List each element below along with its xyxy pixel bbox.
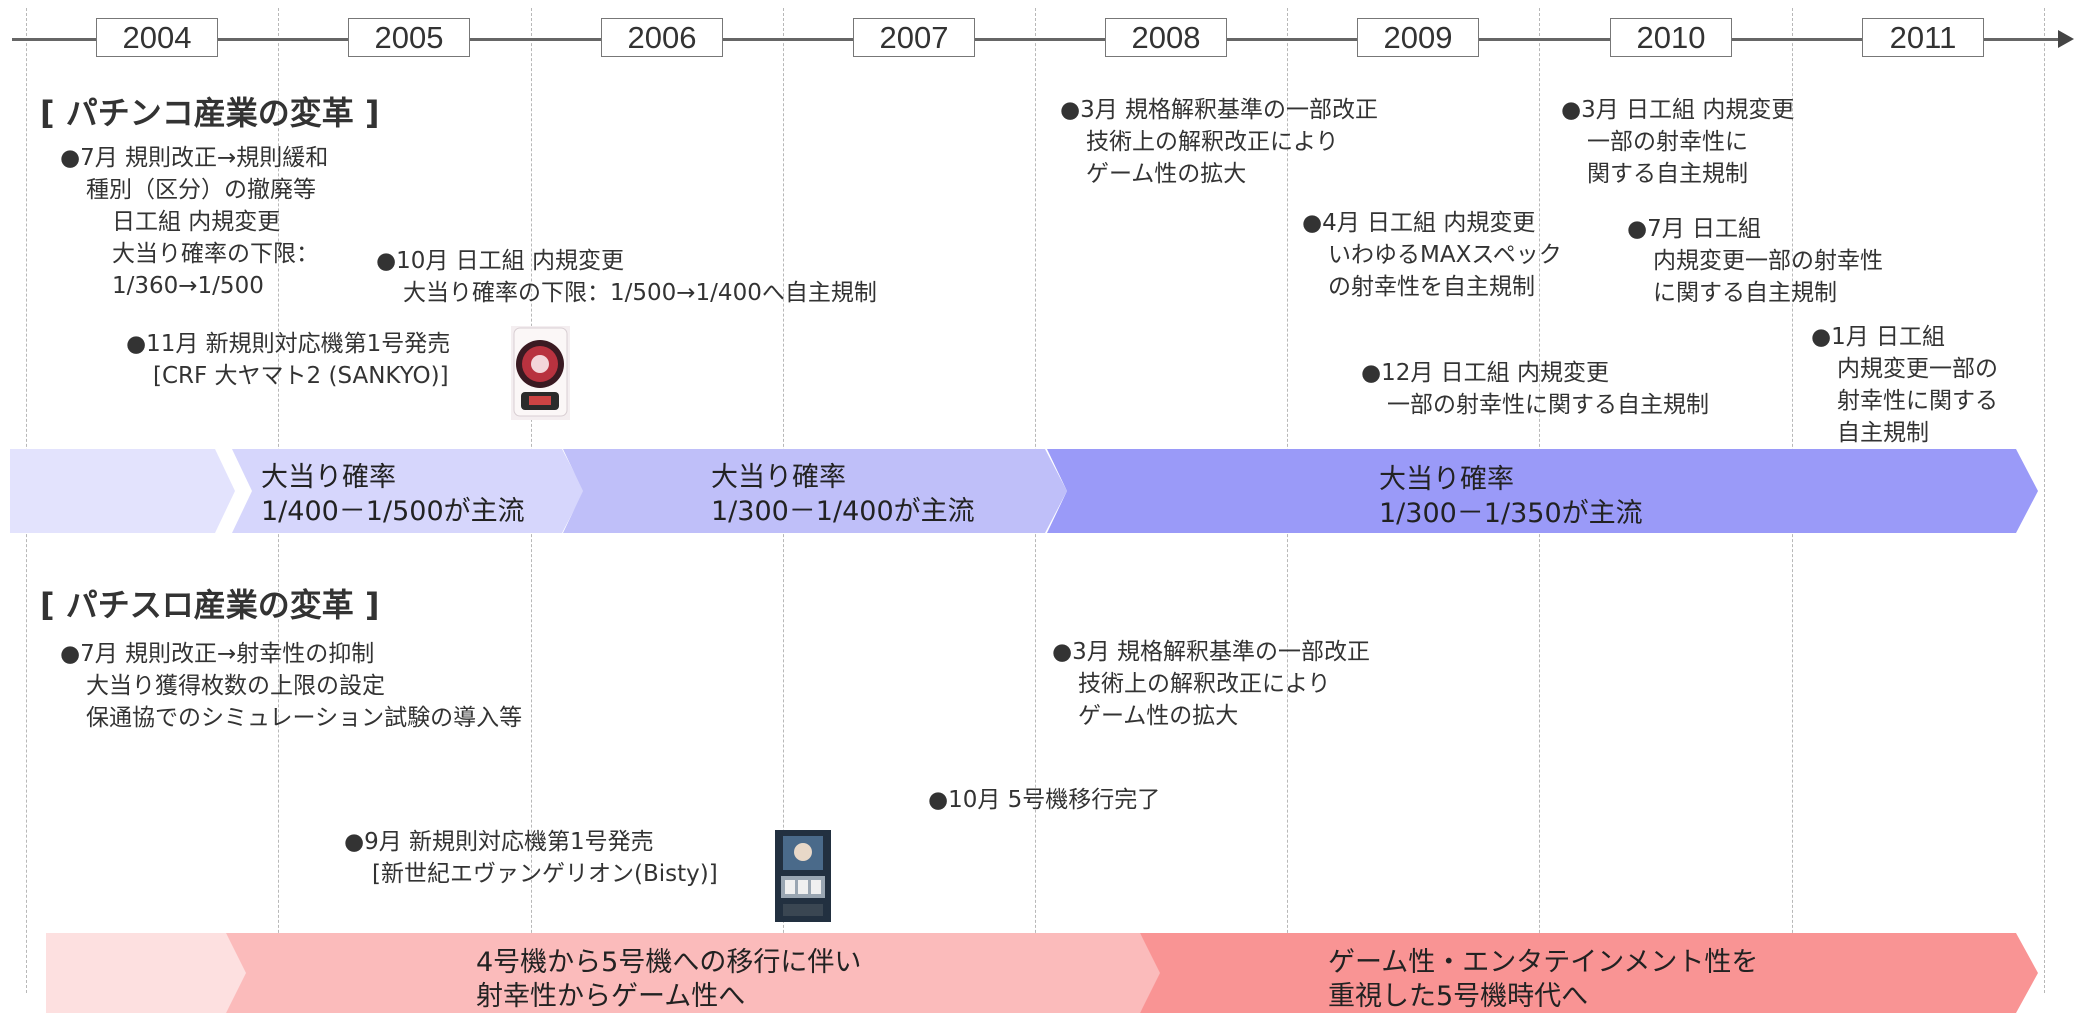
year-label: 2004 [96,18,218,57]
note-line: いわゆるMAXスペック [1328,242,1562,268]
pachislot-note-2007-oct: ●10月 5号機移行完了 [928,784,1160,816]
pachinko-note-2009-apr: ●4月 日工組 内規変更 いわゆるMAXスペック の射幸性を自主規制 [1302,207,1562,303]
band-shape [563,449,1067,533]
pachinko-section-title: [ パチンコ産業の変革 ] [40,94,380,132]
year-label: 2008 [1105,18,1227,57]
pachislot-band-label: 4号機から5号機への移行に伴い 射幸性からゲーム性へ [476,946,861,1014]
band-label-line: 1/300－1/400が主流 [711,496,975,527]
pachislot-band-label: ゲーム性・エンタテインメント性を 重視した5号機時代へ [1328,946,1758,1014]
note-line: ●10月 日工組 内規変更 [376,248,624,274]
note-line: ゲーム性の拡大 [1086,161,1247,187]
year-label: 2009 [1357,18,1479,57]
band-shape [232,449,584,533]
pachislot-note-2005-sep: ●9月 新規則対応機第1号発売 [新世紀エヴァンゲリオン(Bisty)] [344,826,718,890]
pachinko-note-2004-jul: ●7月 規則改正→規則緩和 種別（区分）の撤廃等 日工組 内規変更 大当り確率の… [60,142,328,302]
pachislot-band-2008 [1140,933,2038,1013]
pachislot-band-2004 [46,933,248,1013]
note-line: ●10月 5号機移行完了 [928,787,1161,813]
band-shape [1140,933,2038,1013]
year-label: 2005 [348,18,470,57]
note-line: [CRF 大ヤマト2 (SANKYO)] [153,363,449,389]
pachinko-band-label: 大当り確率 1/300－1/400が主流 [711,461,975,529]
note-line: ●7月 規則改正→射幸性の抑制 [60,641,375,667]
note-line: 自主規制 [1837,420,1929,446]
note-line: 大当り獲得枚数の上限の設定 [86,673,385,699]
pachinko-band-2005 [232,449,584,533]
note-line: ●9月 新規則対応機第1号発売 [344,829,654,855]
note-line: ●4月 日工組 内規変更 [1302,210,1536,236]
band-label-line: 1/300－1/350が主流 [1379,498,1643,529]
note-line: ●7月 日工組 [1627,216,1762,242]
pachislot-note-2004-jul: ●7月 規則改正→射幸性の抑制 大当り獲得枚数の上限の設定 保通協でのシミュレー… [60,638,522,734]
note-line: ●11月 新規則対応機第1号発売 [126,331,451,357]
pachinko-note-2010-jul: ●7月 日工組 内規変更一部の射幸性 に関する自主規制 [1627,213,1883,309]
band-label-line: 大当り確率 [711,462,846,493]
pachislot-machine-image [775,830,831,922]
note-line: 内規変更一部の射幸性 [1653,248,1883,274]
pachinko-band-2004 [10,449,235,533]
band-shape [226,933,1162,1013]
year-label: 2006 [601,18,723,57]
note-line: 日工組 内規変更 [112,209,281,235]
note-line: 関する自主規制 [1587,161,1748,187]
year-label: 2011 [1862,18,1984,57]
note-line: 大当り確率の下限： [112,241,319,267]
note-line: ●3月 規格解釈基準の一部改正 [1052,639,1371,665]
band-label-line: 大当り確率 [261,462,396,493]
note-line: 大当り確率の下限：1/500→1/400へ自主規制 [403,280,877,306]
pachinko-band-label: 大当り確率 1/400－1/500が主流 [261,461,525,529]
band-label-line: ゲーム性・エンタテインメント性を [1328,947,1759,978]
timeline-arrow-icon [2058,30,2074,48]
note-line: 一部の射幸性に [1587,129,1748,155]
band-label-line: 大当り確率 [1379,464,1514,495]
pachinko-band-2008 [1047,449,2038,533]
band-shape [1047,449,2038,533]
note-line: ●12月 日工組 内規変更 [1361,360,1609,386]
note-line: 内規変更一部の [1837,356,1998,382]
note-line: ●1月 日工組 [1811,324,1946,350]
band-label-line: 重視した5号機時代へ [1328,981,1589,1012]
note-line: 保通協でのシミュレーション試験の導入等 [86,705,523,731]
note-line: 一部の射幸性に関する自主規制 [1387,392,1709,418]
band-label-line: 射幸性からゲーム性へ [476,981,746,1012]
band-shape [10,449,235,533]
note-line: ●3月 規格解釈基準の一部改正 [1060,97,1379,123]
note-line: 技術上の解釈改正により [1078,671,1331,697]
note-line: 1/360→1/500 [112,273,264,299]
band-shape [46,933,248,1013]
pachinko-note-2008-mar: ●3月 規格解釈基準の一部改正 技術上の解釈改正により ゲーム性の拡大 [1060,94,1378,190]
note-line: ゲーム性の拡大 [1078,703,1239,729]
pachislot-note-2008-mar: ●3月 規格解釈基準の一部改正 技術上の解釈改正により ゲーム性の拡大 [1052,636,1370,732]
note-line: ●3月 日工組 内規変更 [1561,97,1795,123]
note-line: [新世紀エヴァンゲリオン(Bisty)] [372,861,718,887]
grid-line [2044,8,2045,993]
pachinko-note-2010-mar: ●3月 日工組 内規変更 一部の射幸性に 関する自主規制 [1561,94,1794,190]
pachinko-note-2011-jan: ●1月 日工組 内規変更一部の 射幸性に関する 自主規制 [1811,321,1998,449]
note-line: に関する自主規制 [1653,280,1837,306]
pachislot-section-title: [ パチスロ産業の変革 ] [40,586,380,624]
timeline-axis [12,38,2062,41]
pachinko-band-label: 大当り確率 1/300－1/350が主流 [1379,463,1643,531]
pachinko-machine-image [511,326,570,420]
pachinko-note-2009-dec: ●12月 日工組 内規変更 一部の射幸性に関する自主規制 [1361,357,1709,421]
year-label: 2010 [1610,18,1732,57]
pachislot-band-2005 [226,933,1162,1013]
pachinko-note-2005-oct: ●10月 日工組 内規変更 大当り確率の下限：1/500→1/400へ自主規制 [376,245,877,309]
note-line: ●7月 規則改正→規則緩和 [60,145,329,171]
band-label-line: 1/400－1/500が主流 [261,496,525,527]
note-line: 種別（区分）の撤廃等 [86,177,316,203]
pachinko-band-2006 [563,449,1067,533]
note-line: の射幸性を自主規制 [1328,274,1535,300]
band-label-line: 4号機から5号機への移行に伴い [476,947,862,978]
year-label: 2007 [853,18,975,57]
note-line: 技術上の解釈改正により [1086,129,1339,155]
pachinko-note-2004-nov: ●11月 新規則対応機第1号発売 [CRF 大ヤマト2 (SANKYO)] [126,328,450,392]
note-line: 射幸性に関する [1837,388,1998,414]
